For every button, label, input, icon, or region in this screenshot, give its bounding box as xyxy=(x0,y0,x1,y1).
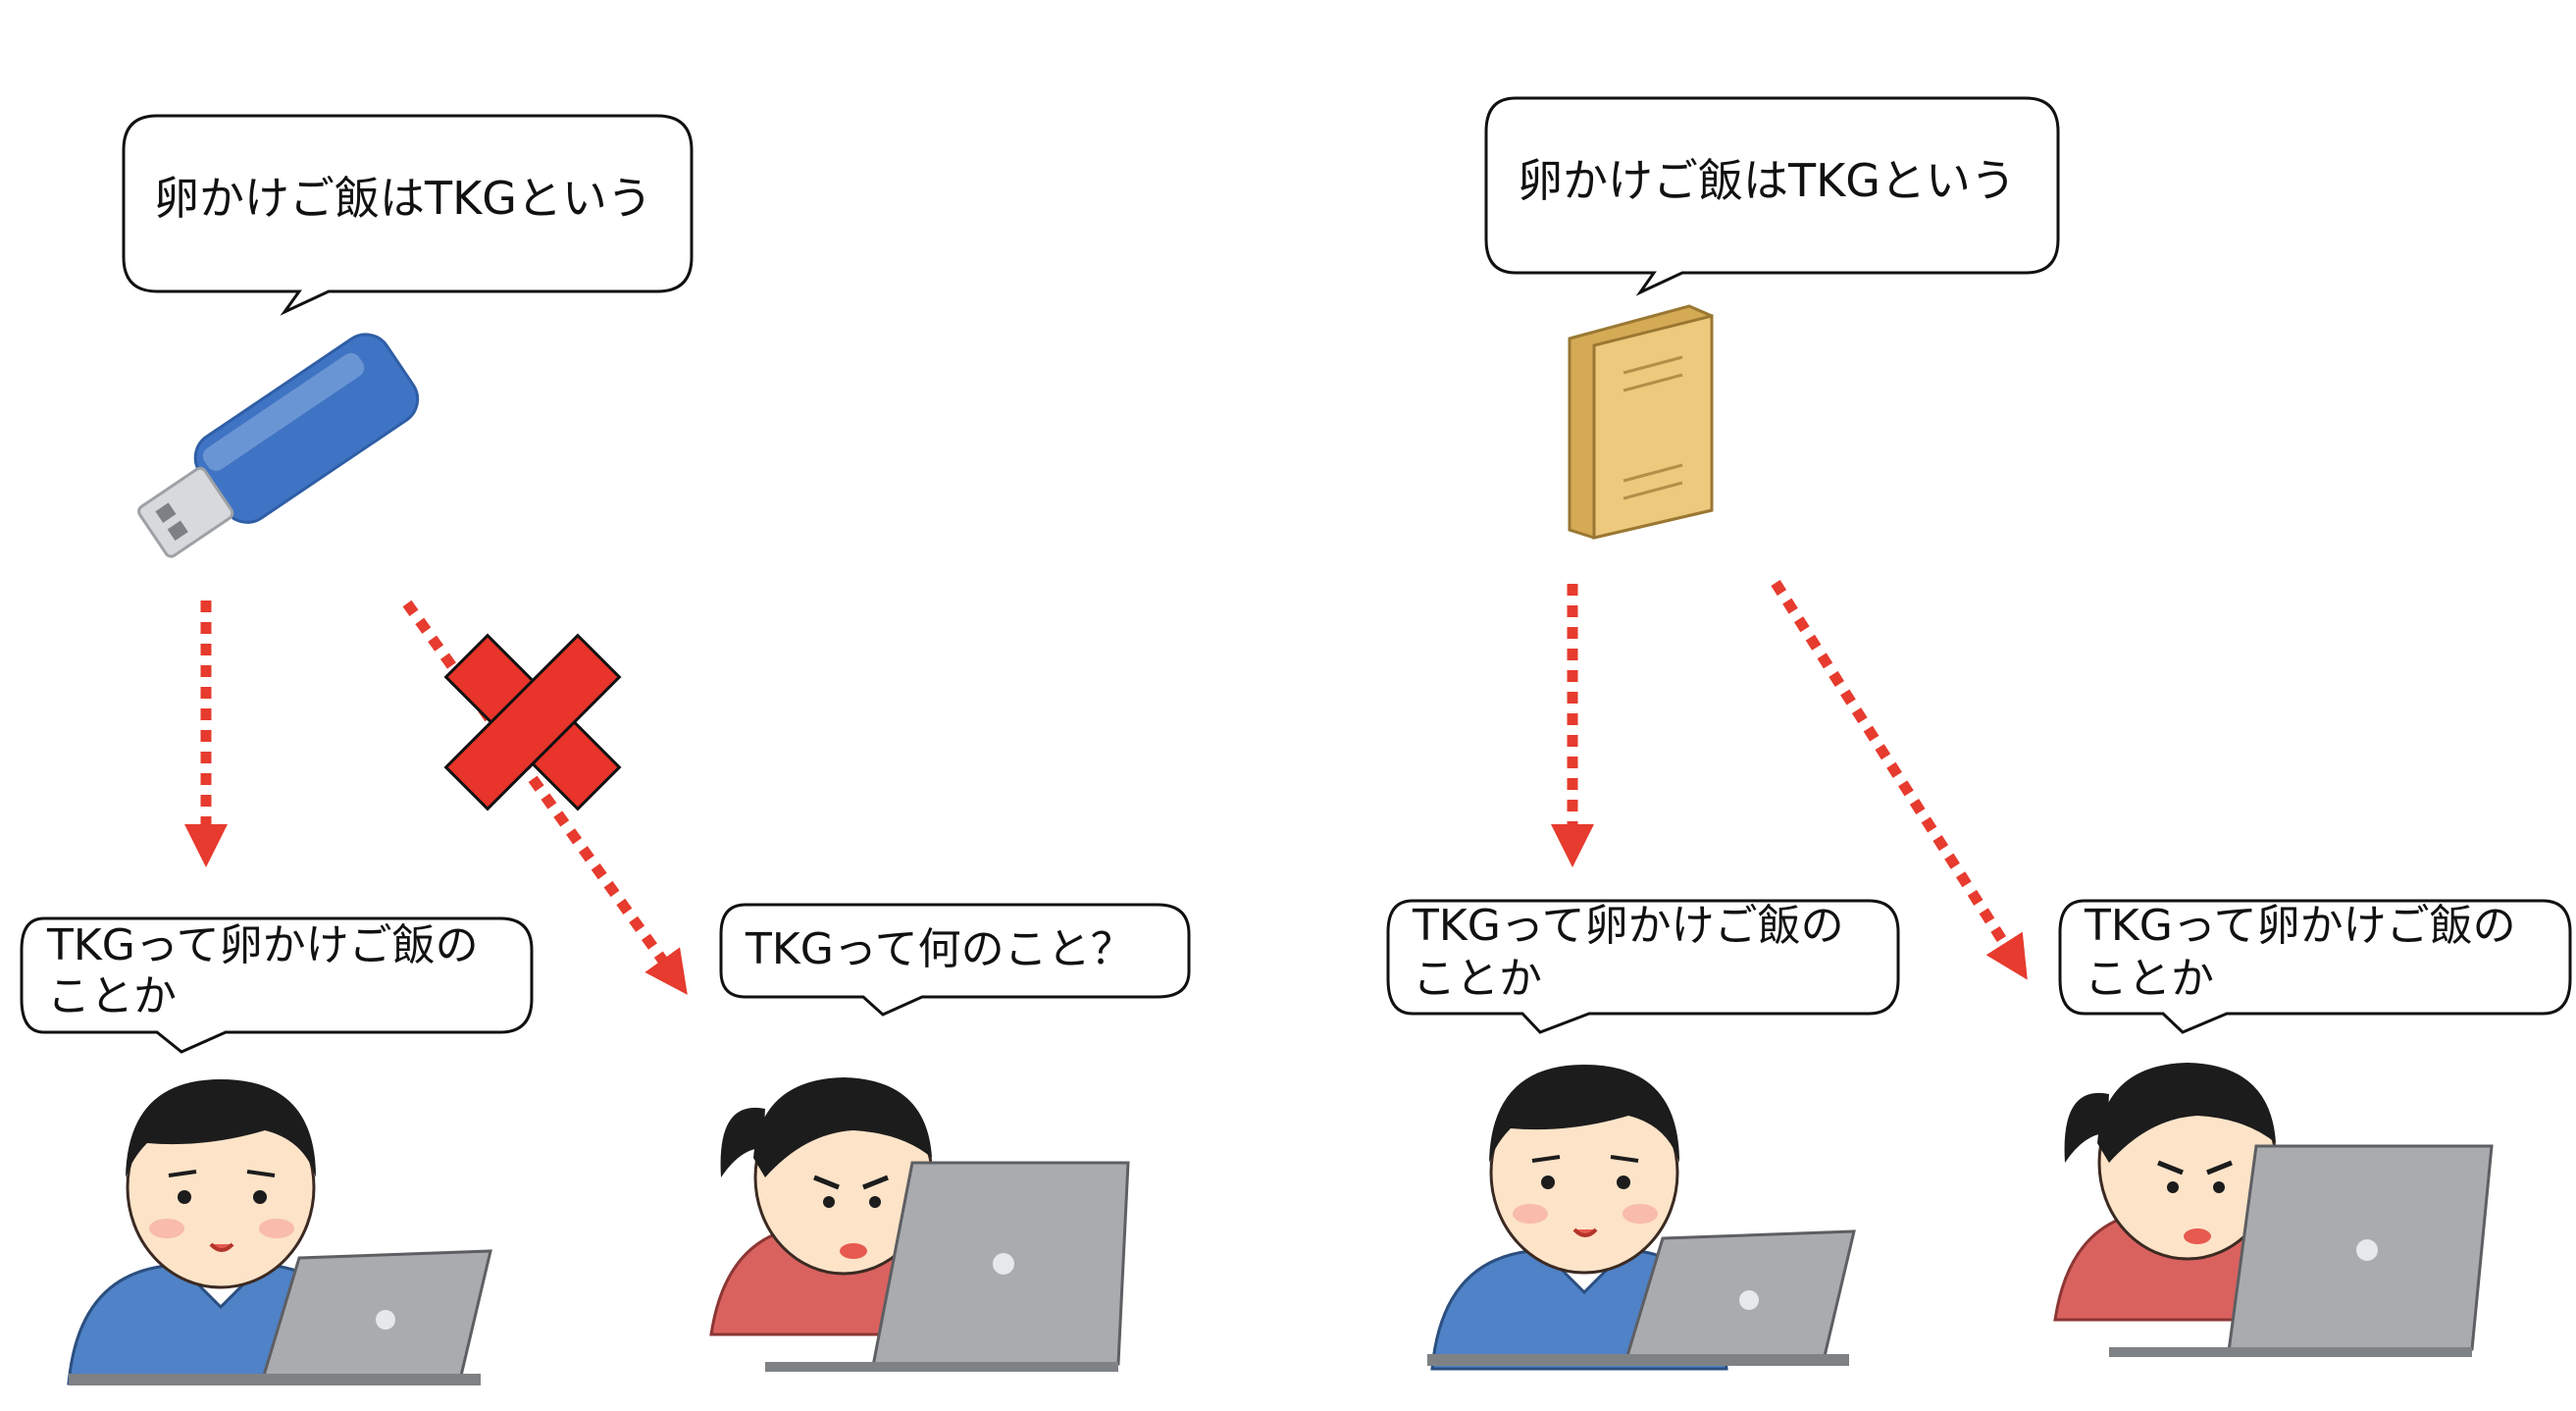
left-source-bubble-shape xyxy=(122,114,694,316)
usb-drive-icon xyxy=(137,333,420,558)
left-person-b-laptop-icon xyxy=(765,1161,1130,1372)
right-person-b-bubble-line1: TKGって卵かけご飯の xyxy=(2084,901,2516,951)
book-icon xyxy=(1568,304,1714,540)
right-source-bubble-shape xyxy=(1484,96,2060,296)
right-person-b-bubble-line2: ことか xyxy=(2085,954,2214,1004)
right-person-a-bubble-line2: ことか xyxy=(1413,954,1542,1004)
cross-mark-icon xyxy=(443,633,622,811)
right-person-a-bubble-shape xyxy=(1386,899,1900,1034)
left-person-b-woman-illustration xyxy=(709,1077,953,1336)
right-person-a-man-illustration xyxy=(1430,1065,1728,1371)
left-person-a-bubble-line1: TKGって卵かけご飯の xyxy=(46,920,479,970)
left-person-a-bubble-line2: ことか xyxy=(47,971,177,1021)
left-person-b-bubble-text: TKGって何のこと？ xyxy=(745,924,1134,974)
right-person-a-laptop-icon xyxy=(1427,1229,1856,1366)
right-source-bubble-text: 卵かけご飯はTKGという xyxy=(1518,154,2016,207)
right-person-b-bubble-shape xyxy=(2058,899,2572,1034)
right-arrow-to-person-b xyxy=(1771,580,2028,980)
left-person-a-laptop-icon xyxy=(69,1249,492,1385)
left-person-b-bubble-shape xyxy=(719,903,1191,1017)
left-source-bubble-text: 卵かけご飯はTKGという xyxy=(154,172,652,225)
left-person-a-bubble-shape xyxy=(20,916,534,1054)
right-person-a-bubble-line1: TKGって卵かけご飯の xyxy=(1412,901,1844,951)
right-person-b-laptop-icon xyxy=(2109,1144,2494,1357)
right-person-b-woman-illustration xyxy=(2053,1063,2297,1322)
